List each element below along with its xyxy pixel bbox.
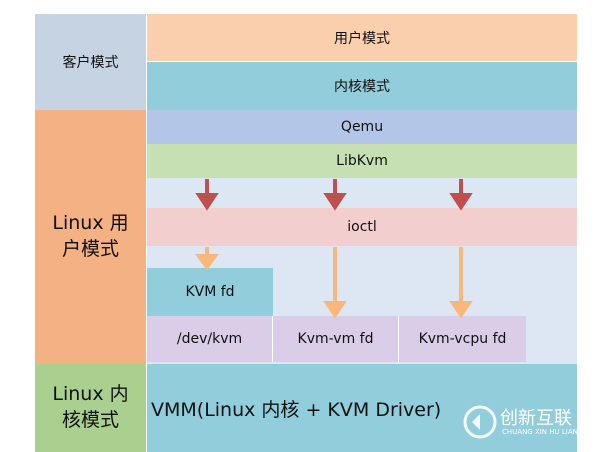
libkvm-to-ioctl-arrows <box>195 179 473 211</box>
qemu-block: Qemu <box>147 110 577 144</box>
linux-kernel-mode-label: Linux 内核模式 <box>35 364 147 452</box>
vmm-block: VMM(Linux 内核 + KVM Driver) <box>147 364 577 452</box>
guest-mode-label: 客户模式 <box>35 14 147 110</box>
dev-kvm-block: /dev/kvm <box>147 316 273 362</box>
kvm-fd-block: KVM fd <box>147 268 273 316</box>
kvm-vcpu-fd-block: Kvm-vcpu fd <box>399 316 526 362</box>
brand-logo-icon <box>463 405 497 439</box>
vmm-label: VMM(Linux 内核 + KVM Driver) <box>151 398 442 421</box>
watermark-brand: 创新互联 <box>500 408 572 429</box>
ioctl-to-fd-arrows <box>195 247 473 319</box>
libkvm-block: LibKvm <box>147 144 577 178</box>
watermark-sub: CHUANG XIN HU LIAN <box>502 428 578 436</box>
linux-user-mode-label: Linux 用户模式 <box>35 110 147 364</box>
watermark-logo: 创新互联 CHUANG XIN HU LIAN <box>462 402 592 442</box>
kvm-vm-fd-block: Kvm-vm fd <box>273 316 399 362</box>
kernel-mode-block: 内核模式 <box>147 62 577 110</box>
ioctl-block: ioctl <box>147 208 577 246</box>
user-mode-block: 用户模式 <box>147 14 577 62</box>
